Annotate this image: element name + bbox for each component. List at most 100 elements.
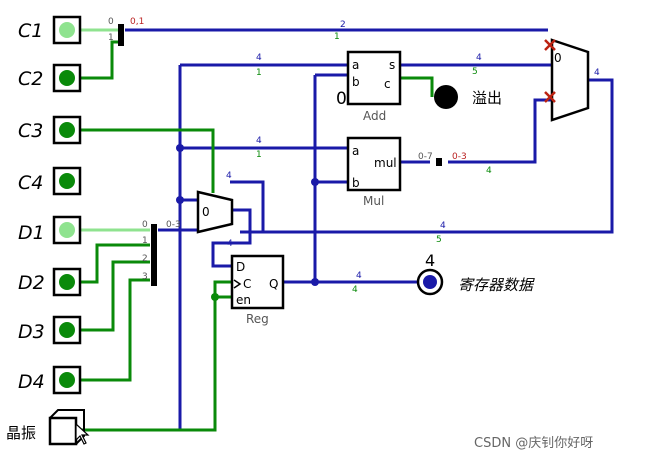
reg-pin-d: D <box>236 260 245 274</box>
adder-label: Add <box>363 109 386 123</box>
wire-label: 4 <box>486 166 492 176</box>
input-label-d2: D2 <box>18 272 45 294</box>
wire-mul-low <box>448 98 552 164</box>
mul-pin-b: b <box>352 176 360 190</box>
dsplit-label-0: 0 <box>142 220 148 230</box>
input-pin-c1[interactable] <box>52 15 82 45</box>
junctions <box>176 144 319 301</box>
wire-add-a <box>178 63 348 430</box>
adder-pin-c: c <box>384 77 391 91</box>
wire-label: 4 <box>256 53 262 63</box>
junction-dot <box>176 196 184 204</box>
mul-pin-a: a <box>352 144 359 158</box>
junction-dot <box>311 178 319 186</box>
wire-label: 2 <box>340 20 346 30</box>
wire-label: 1 <box>256 68 262 78</box>
adder-pin-s: s <box>389 58 395 72</box>
input-pin-c3[interactable] <box>52 115 82 145</box>
wire-label: 1 <box>334 32 340 42</box>
input-label-d4: D4 <box>18 371 45 393</box>
input-pin-c4[interactable] <box>52 166 82 196</box>
wire-label: 4 <box>594 68 600 78</box>
wire-mux2-top <box>230 180 265 232</box>
wire-carry <box>400 76 434 97</box>
dsplit-label-1: 1 <box>142 236 148 246</box>
wire-label: 4 <box>226 171 232 181</box>
input-pin-d2[interactable] <box>52 267 82 297</box>
input-label-c3: C3 <box>18 120 43 142</box>
wire-mux-out <box>240 78 614 234</box>
wire-label: 0-3 <box>452 152 467 162</box>
error-x-icon <box>544 39 556 51</box>
control-splitter[interactable]: 0 1 0,1 <box>108 17 144 46</box>
input-label-c4: C4 <box>18 172 43 194</box>
wire-clock <box>80 295 232 432</box>
input-pin-c2[interactable] <box>52 63 82 93</box>
register-component[interactable]: D C Q en Reg <box>230 254 285 326</box>
wire-width-labels: 2 1 4 1 4 5 4 4 1 0-7 0-3 4 4 4 5 4 4 4 <box>226 20 600 295</box>
overflow-label: 溢出 <box>472 89 502 107</box>
wire-en <box>213 280 232 297</box>
wire-label: 5 <box>436 235 442 245</box>
wire-label: 4 <box>476 53 482 63</box>
junction-dot <box>211 293 219 301</box>
wire-label: 4 <box>352 285 358 295</box>
watermark: CSDN @庆钊你好呀 <box>474 436 593 451</box>
wire-d4 <box>80 278 150 382</box>
error-x-icon <box>544 91 556 103</box>
splitter-label-0: 0 <box>108 17 114 27</box>
adder-carry-in: 0 <box>336 89 347 109</box>
input-label-d3: D3 <box>18 321 45 343</box>
adder-pin-b: b <box>352 75 360 89</box>
reg-pin-q: Q <box>269 277 278 291</box>
mul-pin-mul: mul <box>374 156 397 170</box>
mul-bit-splitter <box>436 158 442 166</box>
wire-c2-in <box>80 40 118 80</box>
junction-dot <box>176 144 184 152</box>
input-label-c1: C1 <box>18 20 43 42</box>
adder-component[interactable]: a b s c 0 Add <box>336 50 402 123</box>
output-label: 寄存器数据 <box>458 276 535 294</box>
output-mux[interactable]: 0 <box>544 38 590 122</box>
input-pin-d1[interactable] <box>52 215 82 245</box>
clock-component[interactable] <box>48 409 90 446</box>
mul-label: Mul <box>363 194 384 208</box>
wire-label: 1 <box>256 150 262 160</box>
reg-pin-c: C <box>243 277 251 291</box>
splitter-label-1: 1 <box>108 33 114 43</box>
wire-c3 <box>80 128 215 193</box>
inmux-sel-label: 0 <box>202 205 210 219</box>
dsplit-label-3: 3 <box>142 272 148 282</box>
input-pin-d3[interactable] <box>52 315 82 345</box>
wire-d3 <box>80 260 150 332</box>
output-value: 4 <box>425 251 435 270</box>
adder-pin-a: a <box>352 58 359 72</box>
input-label-c2: C2 <box>18 68 43 90</box>
mouse-cursor-icon <box>75 422 90 445</box>
wire-d2 <box>80 243 150 284</box>
multiplier-component[interactable]: a b mul Mul <box>346 136 402 208</box>
wire-label: 4 <box>356 271 362 281</box>
reg-pin-en: en <box>236 293 251 307</box>
wire-mux2-out <box>211 208 252 268</box>
wire-label: 4 <box>256 136 262 146</box>
input-label-d1: D1 <box>18 222 45 244</box>
outmux-sel-label: 0 <box>554 51 562 65</box>
dsplit-label-2: 2 <box>142 254 148 264</box>
wires <box>80 28 614 432</box>
input-pins: C1 C2 C3 C4 D1 D2 D3 D4 <box>18 15 82 395</box>
wire-label: 5 <box>472 67 478 77</box>
input-mux[interactable]: 0 <box>196 190 234 234</box>
junction-dot <box>311 278 319 286</box>
splitter-label-01: 0,1 <box>130 17 144 27</box>
overflow-output: 溢出 <box>434 85 502 109</box>
input-pin-d4[interactable] <box>52 365 82 395</box>
dsplit-label-03: 0-3 <box>166 220 181 230</box>
output-probe: 4 寄存器数据 <box>416 251 535 296</box>
reg-label: Reg <box>246 312 269 326</box>
wire-label: 0-7 <box>418 152 433 162</box>
clock-label: 晶振 <box>6 424 36 442</box>
data-splitter[interactable]: 0 1 2 3 0-3 <box>142 220 181 286</box>
wire-label: 4 <box>227 239 233 249</box>
